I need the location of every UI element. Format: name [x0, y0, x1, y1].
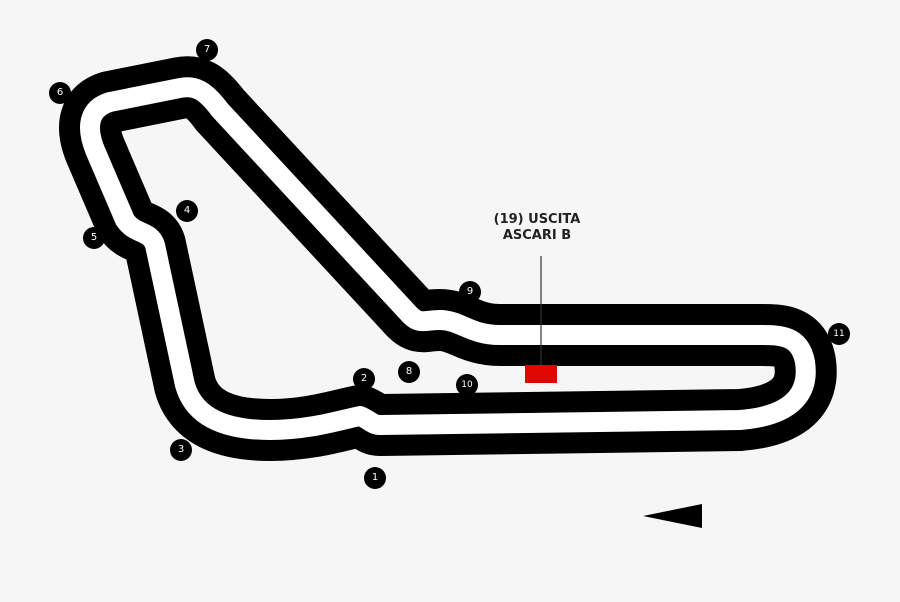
sector-highlight-marker[interactable] — [525, 365, 557, 383]
callout-line-2: ASCARI B — [502, 228, 572, 243]
turn-marker-8[interactable]: 8 — [398, 361, 420, 383]
turn-marker-4[interactable]: 4 — [176, 200, 198, 222]
turn-marker-11[interactable]: 11 — [828, 323, 850, 345]
turn-marker-5[interactable]: 5 — [83, 227, 105, 249]
track — [59, 56, 837, 461]
turn-marker-7[interactable]: 7 — [196, 39, 218, 61]
turn-marker-10[interactable]: 10 — [456, 374, 478, 396]
turn-marker-1[interactable]: 1 — [364, 467, 386, 489]
turn-marker-9[interactable]: 9 — [459, 281, 481, 303]
track-centerline — [80, 77, 816, 440]
turn-marker-3[interactable]: 3 — [170, 439, 192, 461]
track-outline — [59, 56, 837, 461]
callout-line-1: (19) USCITA — [493, 212, 581, 227]
turn-marker-2[interactable]: 2 — [353, 368, 375, 390]
direction-arrow-icon — [643, 504, 702, 528]
turn-marker-6[interactable]: 6 — [49, 82, 71, 104]
callout-label: (19) USCITA ASCARI B — [494, 212, 581, 244]
